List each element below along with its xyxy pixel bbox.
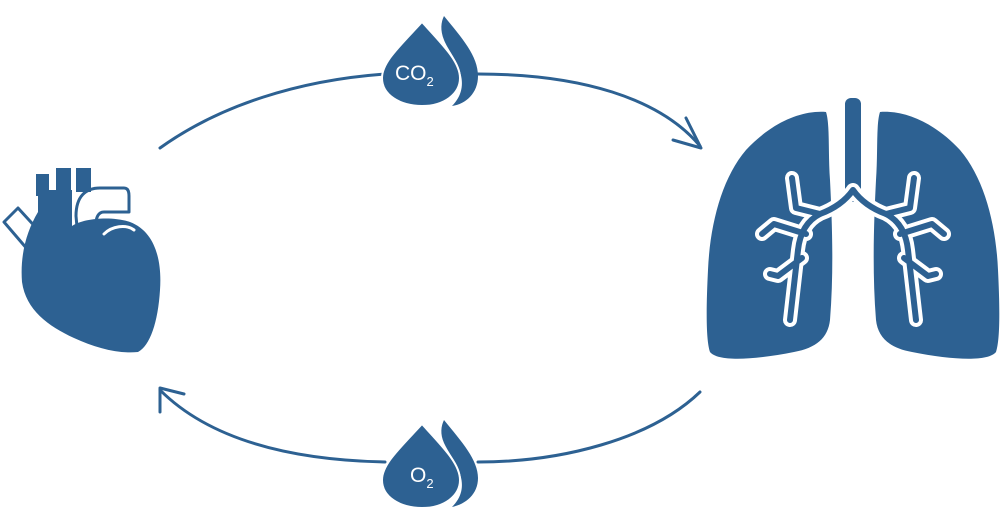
o2-droplet-icon: O2 (380, 420, 478, 510)
bottom-arrow-line-left (158, 388, 387, 464)
top-arrow-line-right (476, 72, 702, 148)
bronchial-tree (755, 171, 951, 327)
heart-icon (2, 168, 161, 353)
lungs-icon (706, 98, 1000, 359)
bottom-arrowhead (158, 386, 186, 414)
o2-droplet-front (380, 422, 462, 510)
trachea (845, 98, 861, 202)
co2-label: CO (395, 62, 427, 85)
co2-droplet-icon: CO2 (380, 16, 478, 108)
svg-text:O2: O2 (410, 464, 434, 491)
heart-vessel-top-3 (76, 168, 91, 192)
bottom-arrow-line-right (476, 390, 702, 464)
heart-vessel-top-2 (56, 168, 71, 196)
o2-droplet-back (441, 420, 478, 507)
top-arrow-line (158, 72, 387, 150)
heart-groove (102, 225, 136, 236)
co2-subscript: 2 (427, 74, 434, 89)
svg-text:CO2: CO2 (395, 62, 434, 89)
top-arrowhead (671, 116, 703, 150)
heart-body (21, 190, 161, 353)
bottom-flow-arrow (158, 386, 702, 464)
o2-label: O (410, 464, 426, 487)
co2-droplet-back (441, 16, 478, 106)
o2-subscript: 2 (426, 476, 433, 491)
co2-droplet-front (380, 20, 462, 108)
top-flow-arrow (158, 72, 703, 150)
